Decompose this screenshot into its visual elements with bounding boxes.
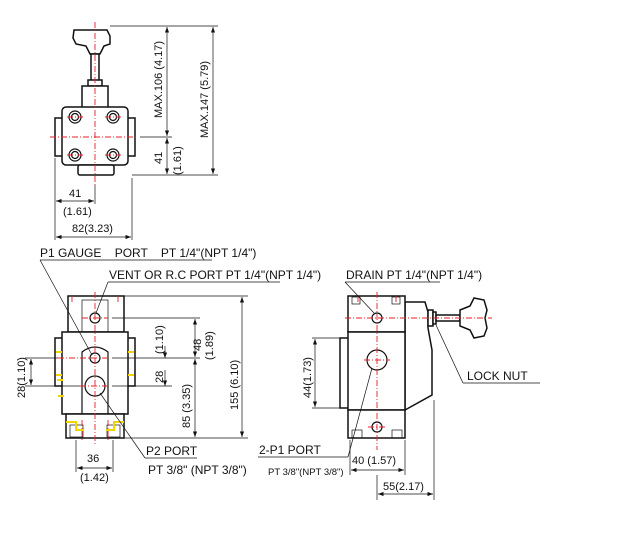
- dim-36-in: (1.42): [80, 472, 109, 484]
- leader-lines: [39, 259, 280, 459]
- drain-port-label: DRAIN PT 1/4"(NPT 1/4"): [346, 268, 482, 282]
- side-top-notch-left: [351, 296, 361, 305]
- side-view: 44(1.73) 40 (1.57) 55(2.17) DRAIN PT 1/4…: [258, 268, 540, 500]
- side-main-body: [347, 331, 406, 411]
- p2-port-spec: PT 3/8" (NPT 3/8"): [148, 463, 247, 477]
- dim-82: 82(3.23): [72, 223, 113, 235]
- dim-48-in: (1.89): [204, 331, 216, 360]
- p1-gauge-port-label: P1 GAUGE PORT PT 1/4"(NPT 1/4"): [40, 246, 256, 260]
- dim-48: 48: [192, 339, 204, 351]
- side-foot-right: [391, 429, 403, 439]
- dimension-lines: [54, 25, 218, 240]
- p2-port-label: P2 PORT: [146, 444, 198, 458]
- bottom-lip: [77, 164, 115, 176]
- handle-knob: [72, 29, 111, 55]
- dim-85: 85 (3.35): [181, 384, 193, 428]
- dim-44: 44(1.73): [302, 357, 314, 398]
- dim-28-left: 28(1.10): [16, 357, 28, 398]
- top-view: MAX.106 (4.17) MAX.147 (5.79) 41 (1.61) …: [50, 22, 218, 240]
- leader-lines: [258, 281, 540, 458]
- side-base: [347, 409, 406, 439]
- centerlines: [58, 292, 119, 445]
- dim-55: 55(2.17): [383, 481, 424, 493]
- p1-port-label: 2-P1 PORT: [259, 443, 321, 457]
- dim-41-horizontal: 41: [69, 188, 81, 200]
- side-foot-left: [351, 429, 363, 439]
- dim-41-vertical: 41: [153, 152, 165, 164]
- dim-36: 36: [87, 453, 99, 465]
- side-handle-knob: [459, 297, 488, 339]
- dimension-lines: [25, 295, 248, 472]
- vent-port-label: VENT OR R.C PORT PT 1/4"(NPT 1/4"): [109, 268, 321, 282]
- dim-41-horizontal-in: (1.61): [63, 206, 92, 218]
- dim-28-in: (1.10): [154, 325, 166, 354]
- lock-nut-label: LOCK NUT: [467, 369, 528, 383]
- dim-max147: MAX.147 (5.79): [199, 61, 211, 138]
- dimension-lines: [312, 337, 435, 500]
- dim-28: 28: [154, 371, 166, 383]
- highlight-marks: [56, 351, 134, 431]
- dim-155: 155 (6.10): [229, 360, 241, 410]
- centerlines: [345, 292, 492, 450]
- p1-port-spec: PT 3/8"(NPT 3/8"): [268, 467, 344, 478]
- front-view: 48 (1.89) (1.10) 28 85 (3.35) 155 (6.10)…: [16, 246, 321, 484]
- side-taper: [404, 301, 433, 412]
- front-upper-block: [67, 295, 125, 333]
- centerlines: [50, 22, 138, 185]
- dim-40: 40 (1.57): [352, 455, 396, 467]
- side-upper-block: [347, 295, 406, 333]
- dim-41-vertical-in: (1.61): [172, 146, 184, 175]
- dim-max106: MAX.106 (4.17): [153, 41, 165, 118]
